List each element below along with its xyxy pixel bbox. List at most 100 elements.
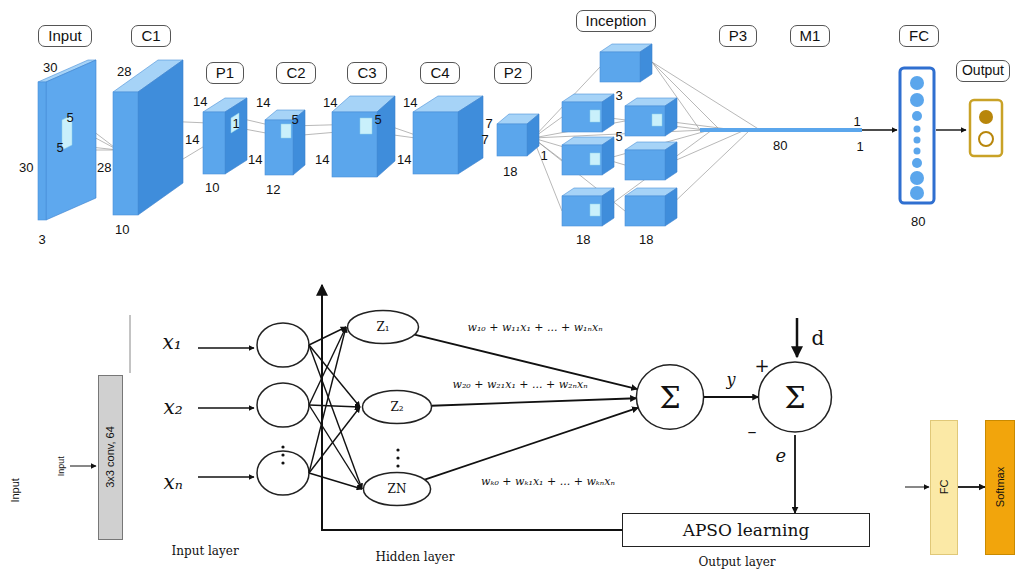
dimension-number: 10 <box>205 181 219 196</box>
dimension-number: 12 <box>266 183 280 198</box>
layer-box: 3x3 conv, 64 <box>98 375 123 540</box>
node-text: APSO learning <box>683 520 810 540</box>
kernel-patch <box>590 153 600 165</box>
input-arrow <box>198 476 254 478</box>
feature-map-side <box>665 188 677 226</box>
flow-arrow <box>936 129 966 130</box>
layer-box: FC <box>930 420 958 555</box>
feature-map-front <box>413 112 458 174</box>
annotation-text: Input layer <box>172 545 239 559</box>
node-outline-shape <box>636 365 703 429</box>
process-box: APSO learning <box>622 513 870 547</box>
feature-map-front <box>562 102 602 132</box>
dimension-number: 1 <box>541 149 548 164</box>
node-text: Σ <box>659 380 680 415</box>
dimension-number: 1 <box>857 140 864 155</box>
stage-label: Input <box>38 25 91 47</box>
edge-label: e <box>774 446 789 467</box>
dimension-number: 18 <box>639 233 653 248</box>
kernel-patch <box>590 110 600 122</box>
dimension-number: 80 <box>911 215 925 230</box>
fan-line <box>665 130 750 211</box>
dimension-number: 14 <box>256 96 270 111</box>
feature-map-front <box>265 120 293 175</box>
input-neuron <box>257 383 309 427</box>
feature-map-front <box>497 124 527 156</box>
neuron-dot <box>912 158 922 168</box>
annotation-text: Hidden layer <box>376 551 455 565</box>
flow-arrow <box>862 129 897 130</box>
kernel-patch <box>231 113 239 133</box>
hidden-neuron: Z₂ <box>361 389 433 425</box>
feature-map-side <box>458 96 483 174</box>
node-text: Z₂ <box>390 400 403 414</box>
feature-map-front <box>625 150 665 180</box>
feature-map-front <box>625 106 665 136</box>
annotation-text: Output layer <box>699 556 776 570</box>
node-text: M1 <box>800 27 821 44</box>
feature-map-front <box>38 82 46 220</box>
dimension-number: 14 <box>248 153 262 168</box>
node-text: C4 <box>430 64 449 81</box>
node-text: Inception <box>586 12 647 29</box>
dimension-number: 7 <box>486 117 493 132</box>
dimension-number: 14 <box>315 153 329 168</box>
node-text: P3 <box>729 27 747 44</box>
input-arrow <box>198 407 254 409</box>
output-icon <box>970 100 1002 156</box>
weight-arrow <box>309 327 346 473</box>
node-text: C1 <box>141 27 160 44</box>
ellipsis-dot <box>396 448 399 451</box>
weight-arrow <box>309 327 346 405</box>
annotation-text: x₂ <box>164 396 183 419</box>
feature-map-side <box>602 137 614 175</box>
dimension-number: 80 <box>773 139 787 154</box>
dimension-number: 14 <box>403 96 417 111</box>
stage-label: C3 <box>347 62 386 84</box>
edge-label: w₂₀ + w₂₁x₁ + ... + w₂ₙxₙ <box>451 379 590 392</box>
stage-label: Output <box>956 60 1010 82</box>
edge-label: wₖ₀ + wₖ₁x₁ + ... + wₖₙxₙ <box>479 476 617 489</box>
dimension-number: 3 <box>39 233 46 248</box>
dimension-number: 18 <box>503 165 517 180</box>
kernel-patch <box>360 118 372 134</box>
fan-line <box>533 138 562 211</box>
side-label: Input <box>56 456 66 476</box>
weight-arrow <box>309 473 362 489</box>
node-text: Softmax <box>994 467 1006 507</box>
neuron-dot <box>914 137 921 144</box>
node-text: Z₁ <box>376 320 389 334</box>
dimension-number: 3 <box>616 89 623 104</box>
node-text: FC <box>938 480 950 495</box>
stage-label: P2 <box>494 62 532 84</box>
kernel-patch <box>590 204 600 216</box>
hidden-neuron: ZN <box>362 471 432 507</box>
output-dot <box>979 132 993 146</box>
weight-arrow <box>309 405 360 407</box>
fc-vector <box>900 68 934 203</box>
summation-node: Σ <box>635 362 705 432</box>
feature-map-side <box>527 114 539 156</box>
feature-map-side <box>665 142 677 180</box>
divider-line <box>130 315 131 373</box>
input-neuron <box>257 451 309 495</box>
dimension-number: 14 <box>193 95 207 110</box>
feedback-line <box>322 285 622 530</box>
feature-map-front <box>113 92 138 215</box>
flatten-bar <box>700 128 862 132</box>
kernel-patch <box>652 114 662 126</box>
dimension-number: 14 <box>185 133 199 148</box>
node-text: Input <box>48 27 81 44</box>
output-dot <box>979 110 993 124</box>
dimension-number: 18 <box>576 233 590 248</box>
dimension-number: 14 <box>397 153 411 168</box>
input-arrow <box>198 347 254 349</box>
feature-map-side <box>138 60 183 215</box>
dimension-number: 5 <box>57 141 64 156</box>
side-label: Input <box>9 478 22 502</box>
neuron-dot <box>912 111 922 121</box>
feature-map-front <box>625 196 665 226</box>
stage-label: P3 <box>719 25 757 47</box>
input-neuron <box>257 323 309 367</box>
node-text: C3 <box>357 64 376 81</box>
